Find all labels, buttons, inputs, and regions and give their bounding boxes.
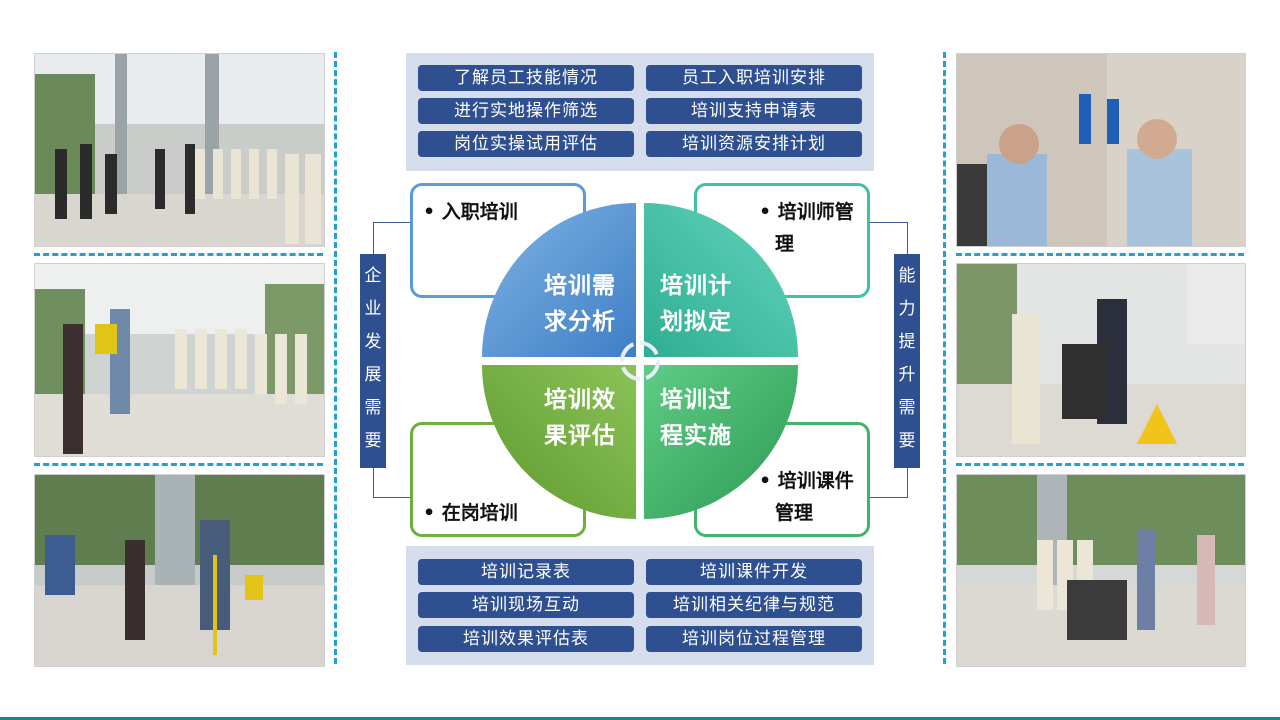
photo-mop-demonstration: [34, 474, 325, 667]
quadrant-process-implementation: [644, 365, 798, 519]
quadrant-effect-evaluation-label: 培训效果评估: [544, 387, 616, 449]
bottom-item: 培训相关纪律与规范: [646, 592, 862, 618]
top-item: 进行实地操作筛选: [418, 98, 634, 124]
top-item: 培训支持申请表: [646, 98, 862, 124]
quadrant-effect-evaluation: [482, 365, 636, 519]
top-item: 岗位实操试用评估: [418, 131, 634, 157]
quadrant-process-implementation-label: 培训过程实施: [660, 387, 732, 449]
quadrant-plan-drafting: [644, 203, 798, 357]
footer-bar: [0, 717, 1280, 720]
box-onjob-label: • 在岗培训: [423, 502, 518, 524]
quadrant-needs-analysis: [482, 203, 636, 357]
quadrant-plan-drafting-label: 培训计划拟定: [660, 273, 732, 335]
left-divider: [334, 52, 337, 664]
bottom-item: 培训效果评估表: [418, 626, 634, 652]
right-divider-h2: [956, 463, 1244, 466]
quadrant-needs-analysis-label: 培训需求分析: [544, 273, 616, 335]
cycle-circle: [482, 203, 798, 519]
box-onboarding-label: • 入职培训: [423, 201, 518, 223]
bottom-item: 培训岗位过程管理: [646, 626, 862, 652]
cycle-center: [620, 341, 660, 381]
left-connector-top: [373, 222, 411, 254]
bottom-item: 培训课件开发: [646, 559, 862, 585]
box-trainer-label-1: • 培训师管: [759, 201, 854, 223]
ability-improvement-needs: 能力提 升需要: [894, 254, 920, 468]
photo-staff-line-training: [34, 263, 325, 457]
photo-machine-training: [956, 263, 1246, 457]
top-panel: 了解员工技能情况 员工入职培训安排 进行实地操作筛选 培训支持申请表 岗位实操试…: [406, 53, 874, 171]
photo-scrubber-training: [956, 474, 1246, 667]
left-divider-h2: [34, 463, 323, 466]
top-item: 培训资源安排计划: [646, 131, 862, 157]
right-connector-top: [868, 222, 908, 254]
right-divider: [943, 52, 946, 664]
enterprise-development-needs: 企业发 展需要: [360, 254, 386, 468]
box-onboarding-training: • 入职培训: [410, 183, 586, 298]
box-courseware-label-1: • 培训课件: [759, 470, 854, 492]
box-courseware-label-2: 管理: [775, 502, 814, 524]
bottom-item: 培训现场互动: [418, 592, 634, 618]
photo-wall-cleaning-demo: [956, 53, 1246, 247]
left-divider-h1: [34, 253, 323, 256]
left-connector-bottom: [373, 468, 411, 498]
bottom-panel: 培训记录表 培训课件开发 培训现场互动 培训相关纪律与规范 培训效果评估表 培训…: [406, 546, 874, 665]
right-divider-h1: [956, 253, 1244, 256]
right-connector-bottom: [868, 468, 908, 498]
top-item: 员工入职培训安排: [646, 65, 862, 91]
photo-lobby-group-briefing: [34, 53, 325, 247]
top-item: 了解员工技能情况: [418, 65, 634, 91]
bottom-item: 培训记录表: [418, 559, 634, 585]
box-trainer-label-2: 理: [775, 233, 795, 255]
